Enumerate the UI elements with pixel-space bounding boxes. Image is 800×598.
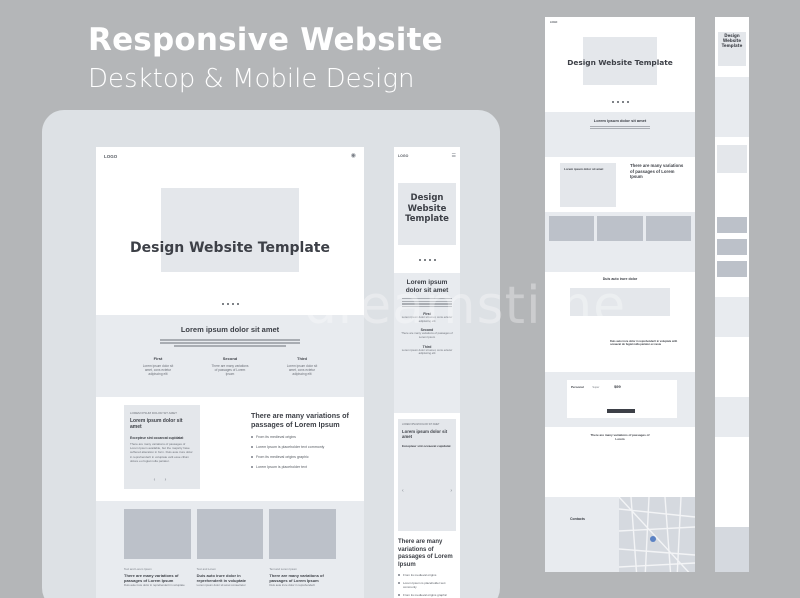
passages-block: There are many variations of passages of… — [251, 411, 351, 469]
long-contacts: Contacts — [545, 497, 695, 572]
card-subtitle: Excepteur sint occaecat cupidatat — [130, 436, 184, 440]
bullet-item: From its medieval origins — [251, 435, 351, 439]
card-body: There are many variations of passages of… — [130, 442, 193, 463]
hero-title: Design Website Template — [130, 240, 330, 256]
tile-image-placeholder — [196, 509, 264, 559]
long-feature: Lorem ipsum dolor sit amet There are man… — [545, 157, 695, 212]
long-duis: Duis auto irure dolor Duis auto irure do… — [545, 272, 695, 372]
tile[interactable]: Text and Lorem Duis auto irure dolor in … — [196, 509, 264, 588]
long-intro: Lorem ipsum dolor sit amet — [545, 112, 695, 157]
bullet-item: Lorem Ipsum is placeholder text — [251, 465, 351, 469]
intro-column: Third Lorem ipsum dolor sit amet, cons e… — [286, 355, 318, 377]
desktop-topbar: LOGO ◉ — [96, 147, 364, 165]
logo[interactable]: LOGO — [104, 153, 118, 159]
intro-text-lines — [160, 339, 300, 347]
headline: Responsive Website Desktop & Mobile Desi… — [88, 22, 443, 94]
menu-icon[interactable]: ☰ — [451, 152, 456, 159]
feature-card: LOREM IPSUM DOLOR SIT AMET Lorem ipsum d… — [124, 405, 200, 489]
intro-title: Lorem ipsum dolor sit amet — [180, 325, 280, 334]
card-title: Lorem ipsum dolor sit amet — [130, 418, 183, 430]
bullet-item: Lorem Ipsum is placeholder text commonly — [251, 445, 351, 449]
logo[interactable]: LOGO — [398, 154, 409, 158]
user-icon[interactable]: ◉ — [350, 153, 356, 159]
card-arrows[interactable]: ‹› — [402, 488, 452, 494]
feature-section: LOREM IPSUM DOLOR SIT AMET Lorem ipsum d… — [96, 397, 364, 501]
long-tiles — [545, 212, 695, 272]
headline-subtitle: Desktop & Mobile Design — [88, 64, 415, 94]
long-pricing: Personal Super $99 — [545, 372, 695, 427]
tile-image-placeholder — [269, 509, 337, 559]
tile-image-placeholder — [124, 509, 191, 559]
map-placeholder[interactable] — [619, 497, 695, 572]
hero-image-placeholder — [161, 188, 299, 272]
tile[interactable]: Text and Lorem Ipsum There are many vari… — [269, 509, 337, 588]
mobile-feature-card: LOREM IPSUM DOLOR SIT AMET Lorem ipsum d… — [398, 419, 456, 531]
bullet-item: Lorem Ipsum is placeholder text commonly — [398, 581, 456, 589]
intro-section: Lorem ipsum dolor sit amet First Lorem i… — [96, 315, 364, 397]
headline-title: Responsive Website — [88, 22, 443, 58]
bullet-item: From its medieval origins — [398, 573, 456, 577]
carousel-dots[interactable] — [96, 303, 364, 305]
bullet-item: From its medieval origins graphic — [251, 455, 351, 459]
hero-image-placeholder — [583, 37, 657, 85]
desktop-wireframe: LOGO ◉ Design Website Template Lorem ips… — [96, 147, 364, 598]
long-hero: LOGO Design Website Template — [545, 17, 695, 112]
mobile-hero-title: Design Website Template — [405, 193, 449, 224]
hero-image-placeholder — [398, 183, 456, 245]
mobile-wireframe: LOGO ☰ Design Website Template Lorem ips… — [394, 147, 460, 598]
intro-column: Second There are many variations of pass… — [211, 355, 249, 377]
mobile-passages: There are many variations of passages of… — [394, 537, 460, 598]
hero-section: Design Website Template — [96, 165, 364, 315]
mobile-full-preview: Design Website Template — [715, 17, 749, 572]
tiles-section: Text and Lorem Ipsum There are many vari… — [96, 501, 364, 598]
tile[interactable]: Text and Lorem Ipsum There are many vari… — [124, 509, 191, 588]
desktop-full-preview: LOGO Design Website Template Lorem ipsum… — [545, 17, 695, 572]
passages-title: There are many variations of passages of… — [251, 411, 349, 429]
carousel-dots[interactable] — [394, 259, 460, 261]
card-kicker: LOREM IPSUM DOLOR SIT AMET — [130, 411, 177, 415]
intro-columns: First Lorem ipsum dolor sit amet, cons e… — [96, 356, 364, 377]
hero-image-placeholder — [718, 32, 746, 66]
mobile-topbar: LOGO ☰ — [394, 147, 460, 165]
card-arrows[interactable]: ‹ › — [153, 477, 171, 483]
buy-button[interactable] — [607, 409, 635, 413]
bullet-item: From its medieval origins graphic — [398, 593, 456, 597]
mobile-hero: Design Website Template — [394, 165, 460, 273]
intro-column: First Lorem ipsum dolor sit amet, cons e… — [142, 355, 174, 377]
long-variations: There are many variations of passages of… — [590, 433, 650, 441]
